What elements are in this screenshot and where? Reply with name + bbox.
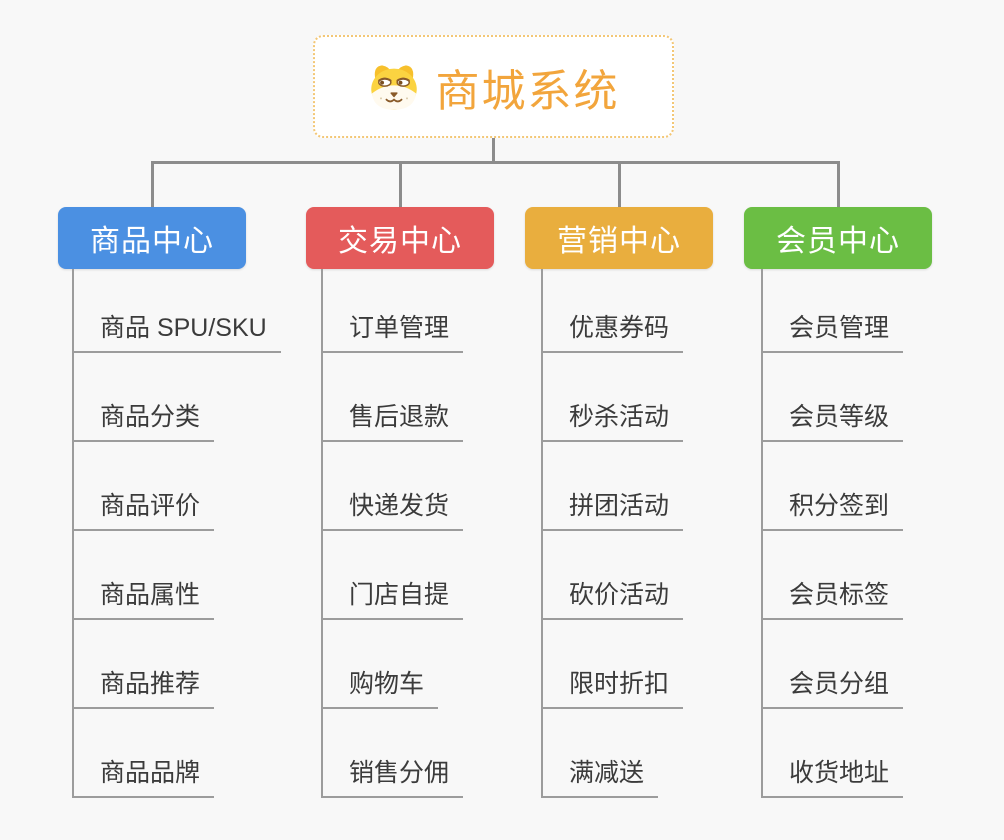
child-label: 优惠券码: [543, 308, 684, 353]
child-label: 商品品牌: [74, 753, 215, 798]
connector-root-drop: [492, 138, 495, 164]
child-node[interactable]: 拼团活动: [543, 442, 684, 531]
child-node[interactable]: 优惠券码: [543, 269, 684, 353]
branch-node-trade-center[interactable]: 交易中心: [306, 207, 494, 269]
branch-label: 交易中心: [338, 225, 462, 258]
child-label: 购物车: [323, 664, 439, 709]
child-label: 商品 SPU/SKU: [74, 308, 281, 353]
branch-children-trade-center: 订单管理 售后退款 快递发货 门店自提 购物车 销售分佣: [321, 269, 464, 798]
child-label: 商品推荐: [74, 664, 215, 709]
child-label: 商品分类: [74, 397, 215, 442]
child-label: 售后退款: [323, 397, 464, 442]
child-node[interactable]: 商品属性: [74, 531, 215, 620]
branch-label: 营销中心: [557, 225, 681, 258]
child-label: 商品属性: [74, 575, 215, 620]
child-label: 会员分组: [763, 664, 904, 709]
connector-bus: [151, 161, 840, 164]
child-label: 限时折扣: [543, 664, 684, 709]
child-label: 收货地址: [763, 753, 904, 798]
child-label: 秒杀活动: [543, 397, 684, 442]
child-label: 会员等级: [763, 397, 904, 442]
child-node[interactable]: 积分签到: [763, 442, 904, 531]
child-label: 销售分佣: [323, 753, 464, 798]
connector-branch-4: [837, 161, 840, 208]
branch-children-product-center: 商品 SPU/SKU 商品分类 商品评价 商品属性 商品推荐 商品品牌: [72, 269, 281, 798]
root-title: 商城系统: [435, 66, 620, 116]
branch-label: 商品中心: [90, 225, 214, 258]
child-label: 订单管理: [323, 308, 464, 353]
child-node[interactable]: 满减送: [543, 709, 659, 798]
child-node[interactable]: 商品推荐: [74, 620, 215, 709]
child-node[interactable]: 会员管理: [763, 269, 904, 353]
child-node[interactable]: 商品品牌: [74, 709, 215, 798]
child-label: 满减送: [543, 753, 659, 798]
child-label: 门店自提: [323, 575, 464, 620]
child-label: 会员标签: [763, 575, 904, 620]
connector-branch-2: [399, 161, 402, 208]
child-node[interactable]: 商品评价: [74, 442, 215, 531]
child-node[interactable]: 会员等级: [763, 353, 904, 442]
child-node[interactable]: 购物车: [323, 620, 439, 709]
child-node[interactable]: 砍价活动: [543, 531, 684, 620]
child-label: 会员管理: [763, 308, 904, 353]
branch-children-member-center: 会员管理 会员等级 积分签到 会员标签 会员分组 收货地址: [761, 269, 904, 798]
child-node[interactable]: 限时折扣: [543, 620, 684, 709]
child-node[interactable]: 会员分组: [763, 620, 904, 709]
shiba-dog-icon: [370, 64, 417, 110]
child-node[interactable]: 收货地址: [763, 709, 904, 798]
child-node[interactable]: 会员标签: [763, 531, 904, 620]
branch-node-product-center[interactable]: 商品中心: [58, 207, 246, 269]
child-node[interactable]: 订单管理: [323, 269, 464, 353]
child-node[interactable]: 商品 SPU/SKU: [74, 269, 281, 353]
branch-children-marketing-center: 优惠券码 秒杀活动 拼团活动 砍价活动 限时折扣 满减送: [541, 269, 684, 798]
child-node[interactable]: 销售分佣: [323, 709, 464, 798]
child-label: 积分签到: [763, 486, 904, 531]
child-node[interactable]: 秒杀活动: [543, 353, 684, 442]
branch-node-member-center[interactable]: 会员中心: [744, 207, 932, 269]
branch-node-marketing-center[interactable]: 营销中心: [525, 207, 713, 269]
connector-branch-1: [151, 161, 154, 208]
child-node[interactable]: 售后退款: [323, 353, 464, 442]
child-node[interactable]: 快递发货: [323, 442, 464, 531]
child-label: 商品评价: [74, 486, 215, 531]
root-node-mall-system[interactable]: 商城系统: [313, 35, 674, 138]
child-label: 砍价活动: [543, 575, 684, 620]
connector-branch-3: [618, 161, 621, 208]
child-label: 拼团活动: [543, 486, 684, 531]
child-node[interactable]: 门店自提: [323, 531, 464, 620]
child-node[interactable]: 商品分类: [74, 353, 215, 442]
child-label: 快递发货: [323, 486, 464, 531]
branch-label: 会员中心: [776, 225, 900, 258]
